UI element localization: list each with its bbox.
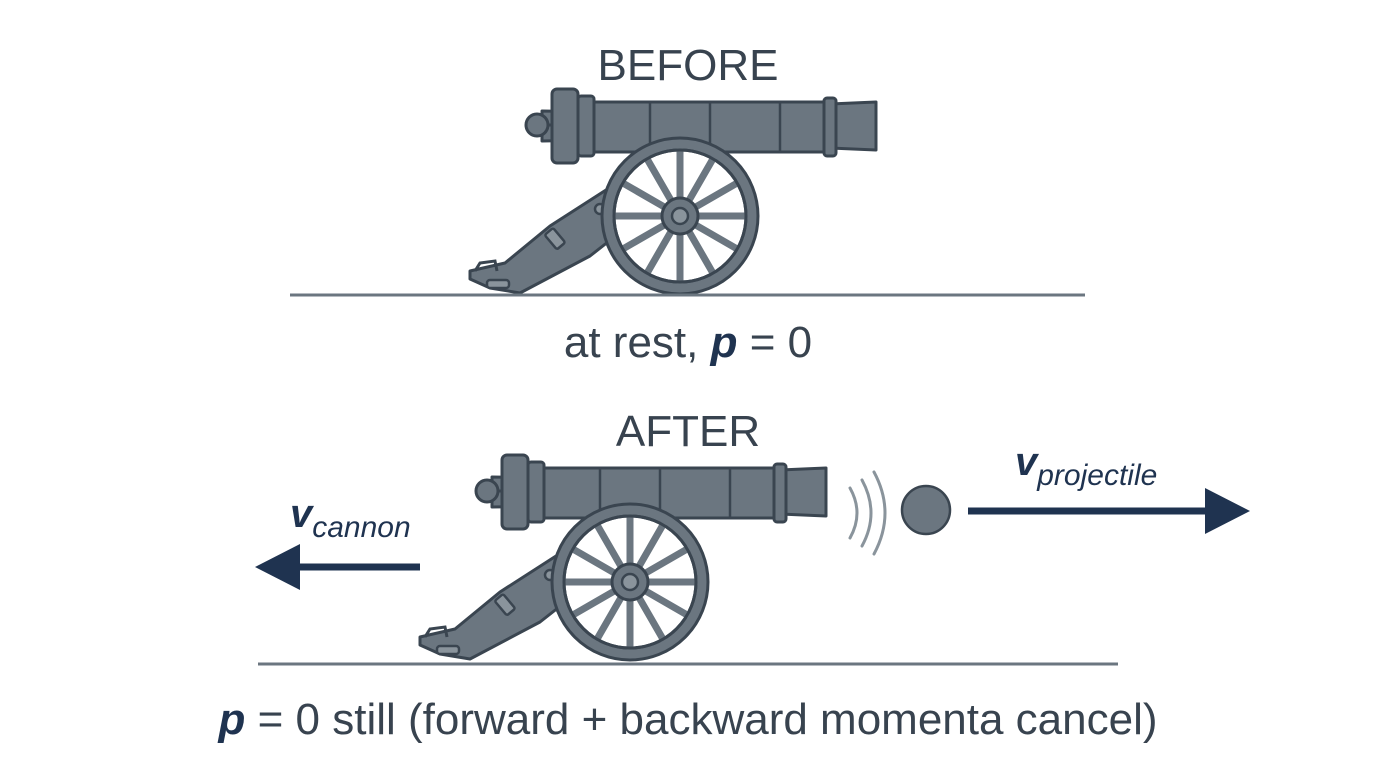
cannon-velocity-subscript: cannon <box>312 511 410 544</box>
before-caption-prefix: at rest, <box>564 318 711 367</box>
blast-wave-icon <box>848 470 887 556</box>
projectile-velocity-symbol: v <box>1015 440 1040 484</box>
after-title: AFTER <box>616 407 760 456</box>
cannon-velocity-arrow <box>255 544 420 590</box>
before-title: BEFORE <box>598 41 779 90</box>
before-caption-suffix: = 0 <box>737 318 812 367</box>
projectile-velocity-label: vprojectile <box>1015 440 1157 492</box>
projectile-ball-icon <box>900 484 952 536</box>
before-momentum-symbol: p <box>710 318 738 367</box>
before-panel: BEFORE at rest, p = 0 <box>290 41 1085 367</box>
after-caption: p = 0 still (forward + backward momenta … <box>217 695 1157 744</box>
after-cannon-icon <box>420 455 826 660</box>
cannon-velocity-label: vcannon <box>290 492 411 544</box>
cannon-velocity-symbol: v <box>290 492 315 536</box>
after-caption-suffix: = 0 still (forward + backward momenta ca… <box>245 695 1157 744</box>
after-momentum-symbol: p <box>217 695 245 744</box>
after-panel: AFTER vprojectile vcannon p = 0 still (f… <box>217 407 1250 744</box>
before-caption: at rest, p = 0 <box>564 318 812 367</box>
before-cannon-icon <box>470 89 876 294</box>
projectile-velocity-subscript: projectile <box>1036 459 1157 492</box>
projectile-velocity-arrow <box>968 488 1250 534</box>
